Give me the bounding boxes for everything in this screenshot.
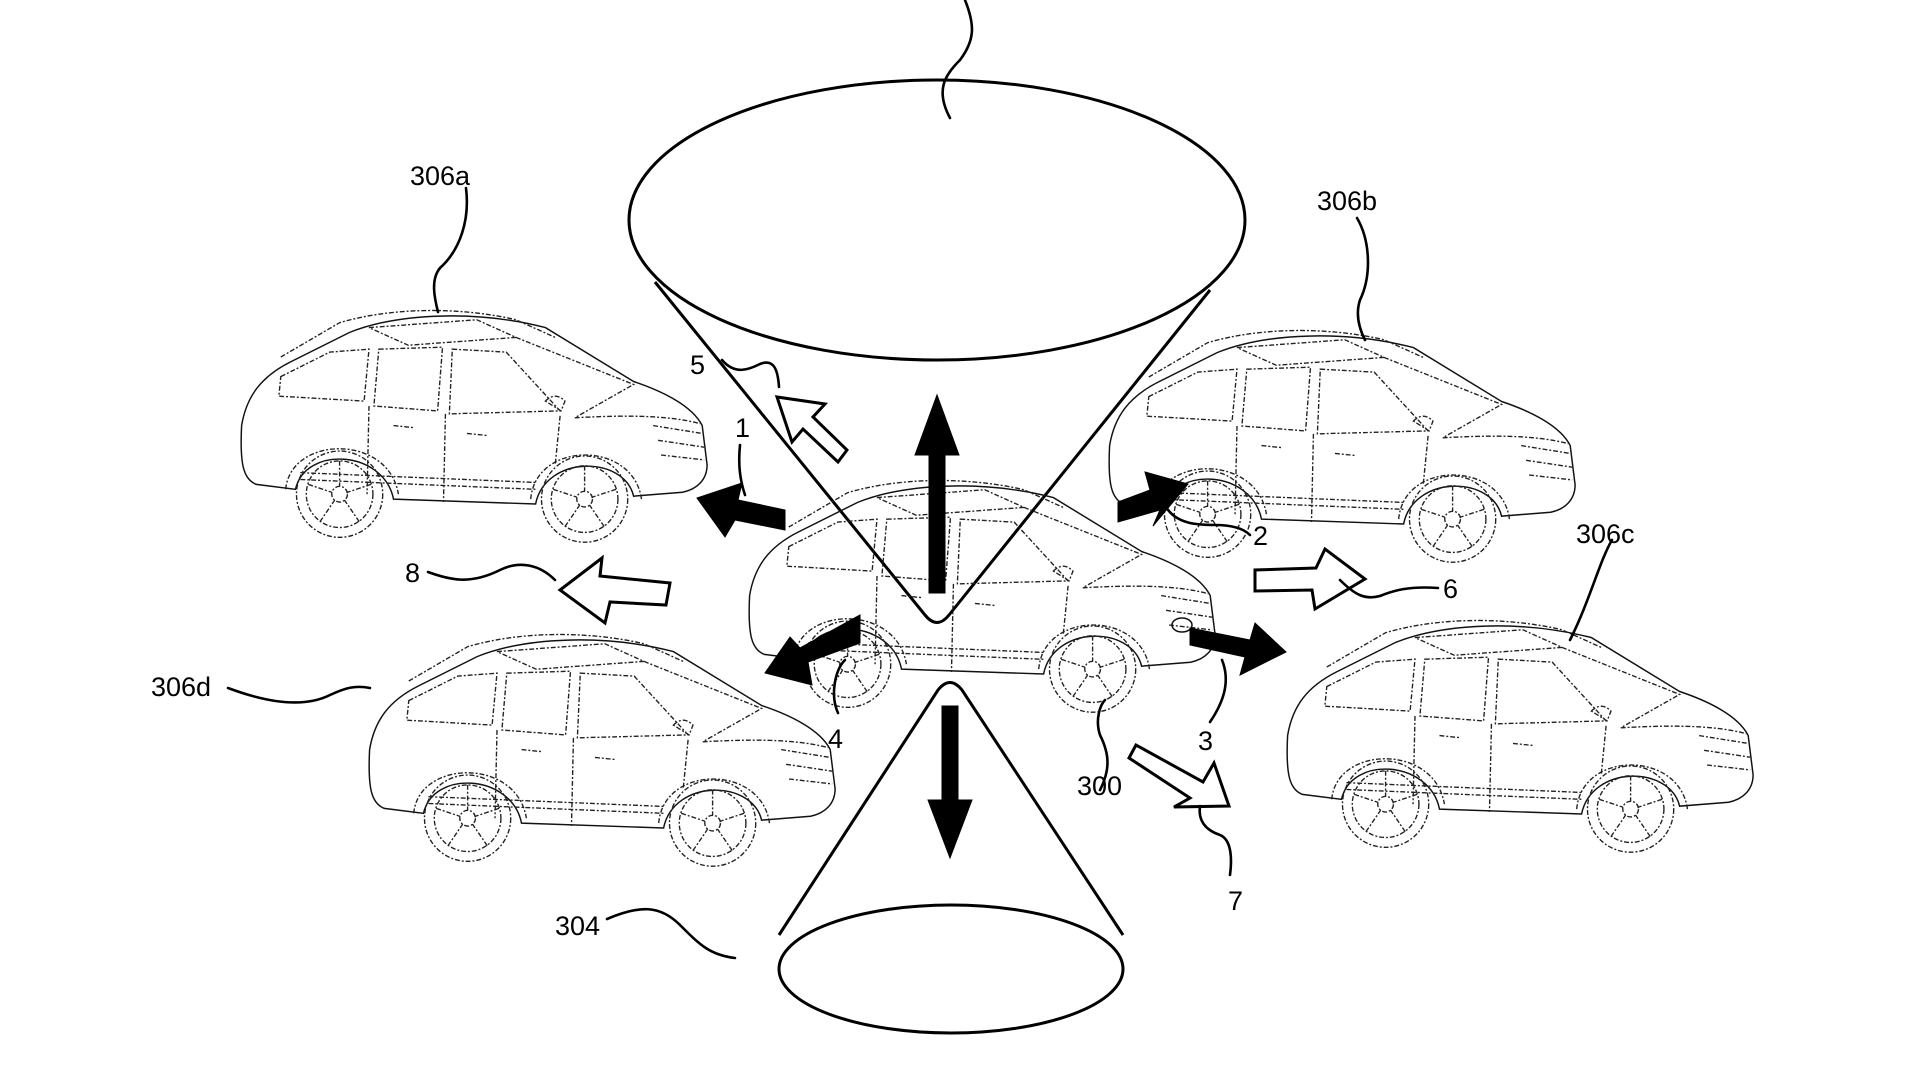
lead-8 bbox=[426, 563, 557, 582]
lead-306a bbox=[432, 186, 469, 314]
arrow-down-icon bbox=[927, 705, 973, 860]
lead-4 bbox=[832, 658, 847, 715]
vehicle-306a bbox=[240, 309, 708, 543]
label-306a: 306a bbox=[410, 161, 471, 191]
lead-5 bbox=[720, 358, 781, 389]
label-7: 7 bbox=[1228, 886, 1243, 916]
label-6: 6 bbox=[1443, 574, 1458, 604]
label-304: 304 bbox=[555, 911, 600, 941]
lead-300 bbox=[1096, 698, 1109, 792]
arrow-3-icon bbox=[1189, 622, 1287, 676]
arrow-5-icon bbox=[774, 395, 849, 465]
label-3: 3 bbox=[1198, 726, 1213, 756]
vehicle-306b bbox=[1108, 329, 1576, 563]
label-300: 300 bbox=[1077, 771, 1122, 801]
label-8: 8 bbox=[405, 558, 420, 588]
label-306b: 306b bbox=[1317, 186, 1377, 216]
upper-cone-lead-line bbox=[941, 0, 974, 120]
label-1: 1 bbox=[735, 413, 750, 443]
vehicle-306c bbox=[1286, 619, 1754, 853]
arrow-6-icon bbox=[1253, 546, 1368, 612]
lower-cone bbox=[777, 681, 1125, 1035]
label-4: 4 bbox=[828, 724, 843, 754]
lead-2 bbox=[1163, 503, 1252, 537]
central-vehicle-300 bbox=[748, 479, 1216, 713]
lead-6 bbox=[1338, 578, 1440, 599]
label-306d: 306d bbox=[151, 672, 211, 702]
label-2: 2 bbox=[1253, 521, 1268, 551]
arrow-7-icon bbox=[1127, 742, 1232, 809]
arrow-8-icon bbox=[557, 554, 672, 626]
arrow-4-icon bbox=[764, 614, 861, 686]
lead-3 bbox=[1208, 658, 1228, 724]
label-306c: 306c bbox=[1576, 519, 1635, 549]
upper-cone bbox=[627, 78, 1247, 624]
arrow-1-icon bbox=[696, 482, 786, 538]
arrow-up-icon bbox=[914, 393, 960, 594]
lead-306d bbox=[226, 685, 372, 704]
lead-306c bbox=[1568, 538, 1614, 642]
lead-304 bbox=[605, 907, 737, 960]
vehicle-306d bbox=[368, 633, 836, 867]
lead-306b bbox=[1355, 216, 1370, 342]
label-5: 5 bbox=[690, 350, 705, 380]
lead-1 bbox=[737, 443, 747, 497]
arrow-2-icon bbox=[1117, 471, 1189, 527]
lead-7 bbox=[1198, 804, 1233, 877]
